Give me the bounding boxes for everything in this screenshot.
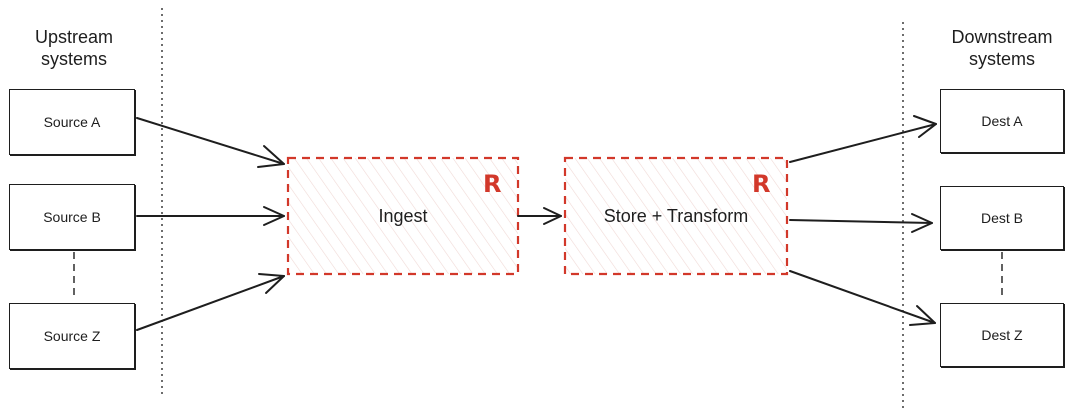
store-transform-label: Store + Transform xyxy=(603,205,749,226)
arrow-store-to-dest-b xyxy=(789,213,933,233)
source-a-box: Source A xyxy=(9,89,135,155)
ingest-box-outline xyxy=(286,156,520,276)
dest-z-label: Dest Z xyxy=(981,327,1023,343)
source-b-label: Source B xyxy=(43,209,101,225)
ingest-label: Ingest xyxy=(378,205,428,226)
store-transform-box: Store + Transform xyxy=(565,158,787,274)
source-z-label: Source Z xyxy=(43,328,101,344)
ingest-box: Ingest xyxy=(288,158,518,274)
arrow-source-b-to-ingest xyxy=(136,206,285,226)
dest-z-box: Dest Z xyxy=(940,303,1064,367)
ingest-r-logo-icon: R xyxy=(483,170,502,198)
dest-b-box: Dest B xyxy=(940,186,1064,250)
dest-b-label: Dest B xyxy=(980,210,1023,226)
downstream-heading-line-2: systems xyxy=(968,49,1035,69)
downstream-heading-line-1: Downstream xyxy=(951,27,1053,47)
arrow-store-to-dest-a xyxy=(789,115,937,163)
source-a-label: Source A xyxy=(43,114,101,130)
upstream-heading-line-1: Upstream xyxy=(34,27,114,47)
store-transform-r-logo-icon: R xyxy=(752,170,771,198)
arrow-source-a-to-ingest xyxy=(136,117,285,168)
store-transform-box-outline xyxy=(563,156,789,276)
upstream-heading: Upstream systems xyxy=(12,26,136,70)
source-z-box: Source Z xyxy=(9,303,135,369)
arrow-ingest-to-store xyxy=(517,207,562,225)
arrow-store-to-dest-z xyxy=(789,270,936,326)
dest-a-box: Dest A xyxy=(940,89,1064,153)
upstream-heading-line-2: systems xyxy=(40,49,107,69)
arrow-source-z-to-ingest xyxy=(136,273,285,331)
dest-a-label: Dest A xyxy=(981,113,1023,129)
source-b-box: Source B xyxy=(9,184,135,250)
downstream-heading: Downstream systems xyxy=(938,26,1066,70)
